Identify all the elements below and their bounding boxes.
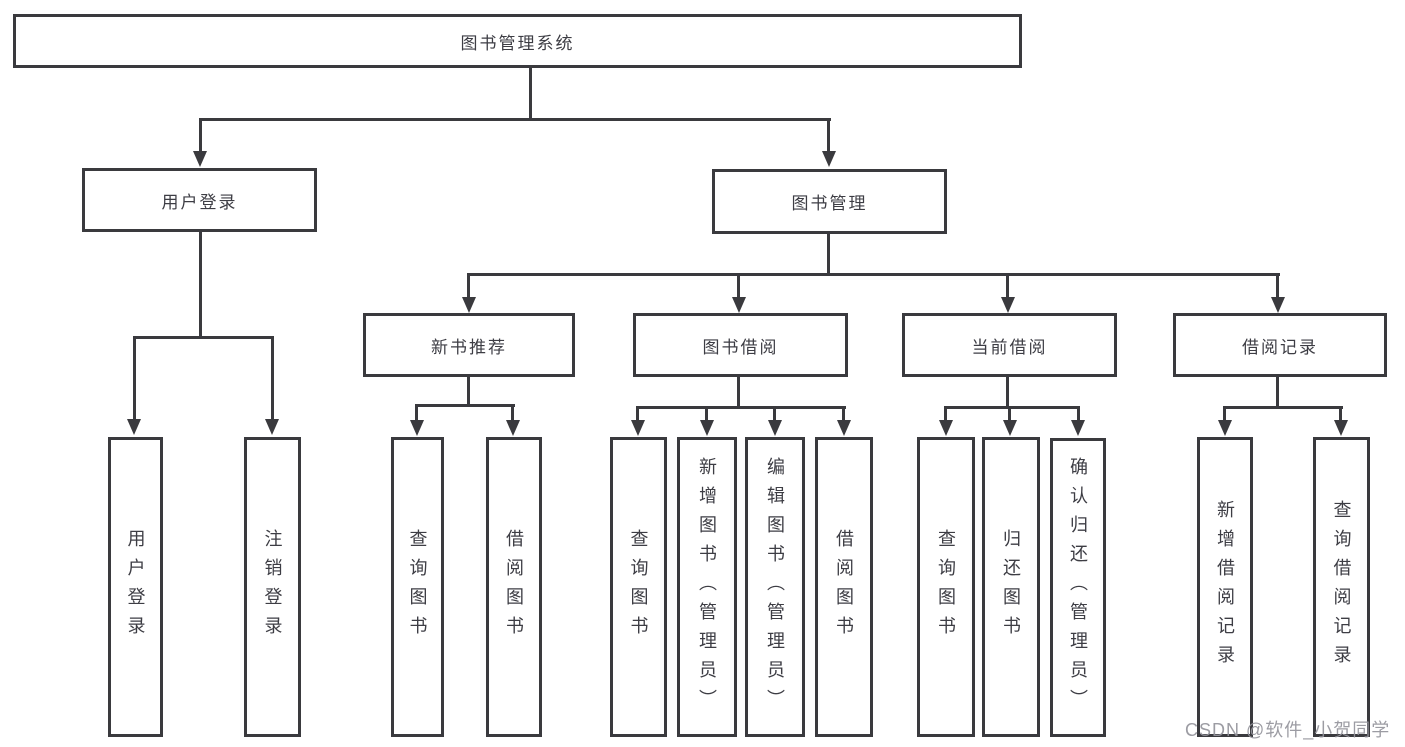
arrowhead-query-borrow-record [1334, 420, 1348, 436]
leaf-confirm-return-admin: 确认归还（管理员） [1050, 438, 1106, 737]
edge-book-borrowing-drop [737, 377, 740, 408]
arrowhead-return-books [1003, 420, 1017, 436]
edge-stem-confirm-return [1077, 406, 1080, 421]
leaf-add-borrow-record-label: 新增借阅记录 [1215, 500, 1235, 674]
arrowhead-leaf-user-login [127, 419, 141, 435]
node-book-borrowing-label: 图书借阅 [702, 337, 779, 357]
node-book-management-label: 图书管理 [791, 194, 868, 213]
edge-stem-borrow-books-2 [842, 406, 845, 421]
node-root-label: 图书管理系统 [460, 33, 575, 53]
edge-root-split [199, 118, 831, 121]
node-new-book-recommend: 新书推荐 [363, 313, 575, 377]
node-borrowing-records-label: 借阅记录 [1242, 337, 1318, 357]
leaf-borrow-books-borrowing-label: 借阅图书 [834, 529, 854, 645]
edge-stem-return-books [1008, 406, 1011, 421]
arrowhead-edit-books [768, 420, 782, 436]
leaf-user-login-label: 用户登录 [125, 529, 146, 645]
arrowhead-query-books-2 [631, 420, 645, 436]
node-new-book-recommend-label: 新书推荐 [431, 337, 507, 357]
leaf-return-books: 归还图书 [982, 437, 1040, 737]
node-user-login-label: 用户登录 [161, 192, 238, 212]
leaf-edit-books-admin: 编辑图书（管理员） [745, 437, 805, 737]
node-book-management: 图书管理 [712, 169, 947, 234]
arrowhead-leaf-logout [265, 419, 279, 435]
node-root: 图书管理系统 [13, 14, 1022, 68]
edge-stem-add-borrow-record [1223, 406, 1226, 421]
edge-stem-edit-books [773, 406, 776, 421]
leaf-edit-books-admin-label: 编辑图书（管理员） [765, 456, 785, 718]
leaf-query-books-borrowing-label: 查询图书 [628, 529, 649, 645]
edge-stem-borrowing-records [1276, 273, 1279, 298]
edge-stem-leaf-user-login [133, 336, 136, 420]
edge-stem-leaf-logout [271, 336, 274, 420]
edge-borrowing-records-drop [1276, 377, 1279, 408]
leaf-query-books-recommend: 查询图书 [391, 437, 444, 737]
arrowhead-new-book-recommend [462, 297, 476, 313]
leaf-user-login: 用户登录 [108, 437, 163, 737]
edge-stem-user-login [199, 118, 202, 154]
leaf-return-books-label: 归还图书 [1001, 529, 1021, 645]
edge-root-trunk [529, 68, 532, 121]
edge-stem-book-management [827, 118, 830, 154]
edge-stem-add-books [705, 406, 708, 421]
leaf-query-borrow-record-label: 查询借阅记录 [1331, 500, 1352, 674]
leaf-borrow-books-recommend: 借阅图书 [486, 437, 542, 737]
node-current-borrowing-label: 当前借阅 [971, 337, 1048, 357]
edge-stem-query-borrow-record [1339, 406, 1342, 421]
edge-book-management-drop [827, 234, 830, 275]
arrowhead-book-borrowing [732, 297, 746, 313]
edge-stem-current-borrowing [1006, 273, 1009, 298]
edge-book-management-split [467, 273, 1280, 276]
edge-stem-query-books-3 [944, 406, 947, 421]
edge-current-borrowing-drop [1006, 377, 1009, 408]
arrowhead-borrow-books-1 [506, 420, 520, 436]
leaf-add-books-admin: 新增图书（管理员） [677, 437, 737, 737]
leaf-logout: 注销登录 [244, 437, 301, 737]
edge-stem-borrow-books-1 [511, 404, 514, 421]
leaf-add-books-admin-label: 新增图书（管理员） [697, 456, 717, 718]
edge-stem-query-books-2 [636, 406, 639, 421]
leaf-logout-label: 注销登录 [262, 529, 283, 645]
edge-current-borrowing-split [944, 406, 1080, 409]
node-current-borrowing: 当前借阅 [902, 313, 1117, 377]
arrowhead-confirm-return [1071, 420, 1085, 436]
leaf-confirm-return-admin-label: 确认归还（管理员） [1068, 457, 1088, 718]
leaf-query-books-recommend-label: 查询图书 [407, 529, 428, 645]
edge-stem-book-borrowing [737, 273, 740, 298]
arrowhead-borrowing-records [1271, 297, 1285, 313]
arrowhead-add-books [700, 420, 714, 436]
leaf-query-books-borrowing: 查询图书 [610, 437, 667, 737]
node-book-borrowing: 图书借阅 [633, 313, 848, 377]
edge-stem-query-books-1 [415, 404, 418, 421]
leaf-query-books-current: 查询图书 [917, 437, 975, 737]
edge-borrowing-records-split [1223, 406, 1343, 409]
arrowhead-user-login [193, 151, 207, 167]
arrowhead-add-borrow-record [1218, 420, 1232, 436]
edge-new-book-recommend-drop [467, 377, 470, 406]
edge-new-book-recommend-split [415, 404, 515, 407]
arrowhead-query-books-3 [939, 420, 953, 436]
leaf-query-borrow-record: 查询借阅记录 [1313, 437, 1370, 737]
arrowhead-current-borrowing [1001, 297, 1015, 313]
edge-user-login-split [133, 336, 274, 339]
node-user-login: 用户登录 [82, 168, 317, 232]
csdn-watermark: CSDN @软件_小贺同学 [1185, 720, 1391, 740]
arrowhead-query-books-1 [410, 420, 424, 436]
edge-book-borrowing-split [636, 406, 846, 409]
edge-user-login-drop [199, 232, 202, 338]
leaf-borrow-books-borrowing: 借阅图书 [815, 437, 873, 737]
leaf-borrow-books-recommend-label: 借阅图书 [504, 529, 524, 645]
node-borrowing-records: 借阅记录 [1173, 313, 1387, 377]
edge-stem-new-book-recommend [467, 273, 470, 298]
leaf-add-borrow-record: 新增借阅记录 [1197, 437, 1253, 737]
leaf-query-books-current-label: 查询图书 [936, 529, 956, 645]
arrowhead-book-management [822, 151, 836, 167]
arrowhead-borrow-books-2 [837, 420, 851, 436]
